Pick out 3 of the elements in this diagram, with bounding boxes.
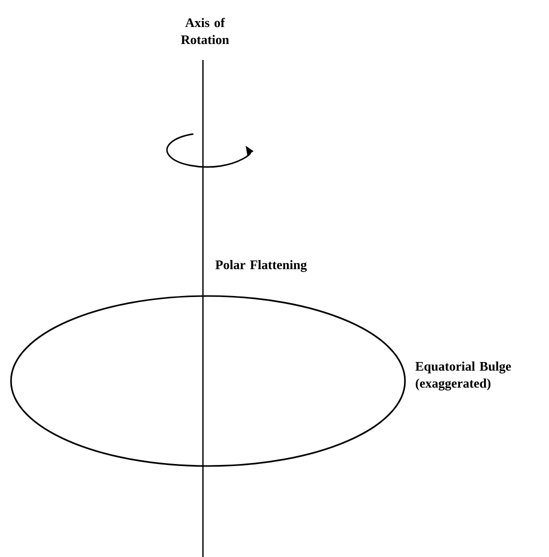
label-text: Polar Flattening	[215, 260, 307, 272]
label-text: Equatorial Bulge (exaggerated)	[415, 362, 511, 390]
label-text: Axis of Rotation	[181, 18, 229, 44]
